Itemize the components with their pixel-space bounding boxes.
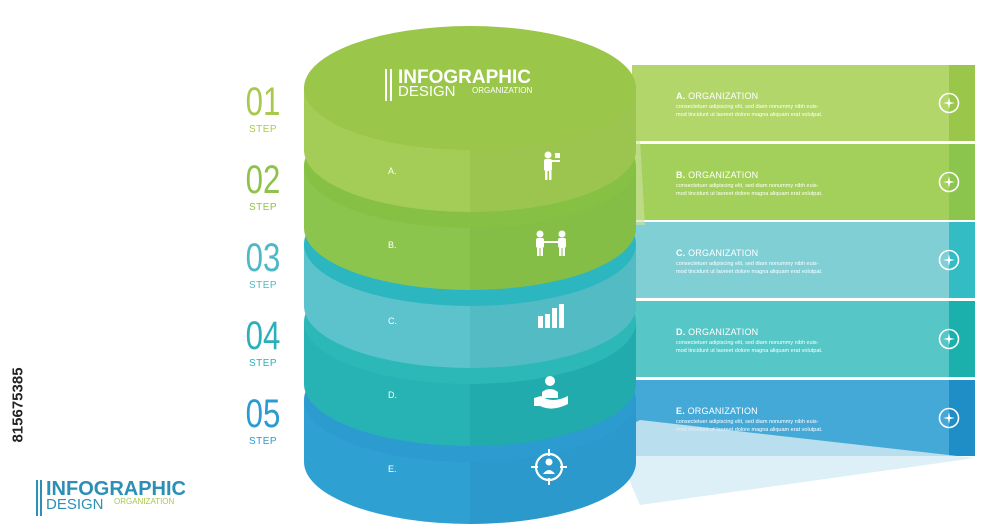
desc-line: mod tincidunt ut laoreet dolore magna al… xyxy=(676,269,823,275)
desc-line: consectetuer adipiscing elit, sed diam n… xyxy=(676,261,819,267)
info-panel-b: B. ORGANIZATION consectetuer adipiscing … xyxy=(632,144,975,220)
step-number: 05 xyxy=(245,392,281,436)
step-3: 03 STEP xyxy=(238,238,288,291)
layer-letter-b: B. xyxy=(388,240,397,250)
desc-line: consectetuer adipiscing elit, sed diam n… xyxy=(676,340,819,346)
panel-title-text: ORGANIZATION xyxy=(688,327,759,337)
panel-letter: E. xyxy=(676,406,685,416)
panel-letter: D. xyxy=(676,327,686,337)
perspective-shadow xyxy=(610,420,975,505)
plus-circle-icon[interactable] xyxy=(938,171,960,193)
info-panel-d: D. ORGANIZATION consectetuer adipiscing … xyxy=(632,301,975,377)
panel-description: consectetuer adipiscing elit, sed diam n… xyxy=(676,260,876,276)
layer-letter-d: D. xyxy=(388,390,397,400)
step-number: 04 xyxy=(245,314,281,358)
info-panel-a: A. ORGANIZATION consectetuer adipiscing … xyxy=(632,65,975,141)
desc-line: consectetuer adipiscing elit, sed diam n… xyxy=(676,104,819,110)
step-4: 04 STEP xyxy=(238,316,288,369)
panel-letter: C. xyxy=(676,248,686,258)
panel-description: consectetuer adipiscing elit, sed diam n… xyxy=(676,182,876,198)
bar-chart-icon xyxy=(538,304,564,328)
step-number: 01 xyxy=(245,80,281,124)
panel-title: D. ORGANIZATION xyxy=(676,327,758,337)
layer-a xyxy=(304,26,636,212)
desc-line: mod tincidunt ut laoreet dolore magna al… xyxy=(676,427,823,433)
panel-letter: A. xyxy=(676,91,686,101)
target-person-icon xyxy=(531,449,567,485)
stock-id: 815675385 xyxy=(8,300,28,510)
step-number: 02 xyxy=(245,158,281,202)
step-label: STEP xyxy=(248,202,278,213)
brand-tagline: ORGANIZATION xyxy=(114,497,175,506)
plus-circle-icon[interactable] xyxy=(938,407,960,429)
desc-line: consectetuer adipiscing elit, sed diam n… xyxy=(676,419,819,425)
plus-circle-icon[interactable] xyxy=(938,249,960,271)
panel-title: B. ORGANIZATION xyxy=(676,170,758,180)
panel-title-text: ORGANIZATION xyxy=(688,248,759,258)
brand-subtitle: DESIGN xyxy=(46,496,104,513)
brand-title: INFOGRAPHIC xyxy=(46,478,186,500)
presenter-icon xyxy=(544,151,560,180)
panel-description: consectetuer adipiscing elit, sed diam n… xyxy=(676,103,876,119)
layer-letter-c: C. xyxy=(388,316,397,326)
stock-id-text: 815675385 xyxy=(9,367,27,443)
title-main: INFOGRAPHIC xyxy=(398,67,531,88)
title-sub: DESIGN xyxy=(398,83,456,100)
panel-letter: B. xyxy=(676,170,686,180)
panel-description: consectetuer adipiscing elit, sed diam n… xyxy=(676,339,876,355)
desc-line: consectetuer adipiscing elit, sed diam n… xyxy=(676,183,819,189)
plus-circle-icon[interactable] xyxy=(938,92,960,114)
info-panel-c: C. ORGANIZATION consectetuer adipiscing … xyxy=(632,222,975,298)
step-number: 03 xyxy=(245,236,281,280)
step-label: STEP xyxy=(248,124,278,135)
step-1: 01 STEP xyxy=(238,82,288,135)
panel-title: E. ORGANIZATION xyxy=(676,406,758,416)
panel-title: A. ORGANIZATION xyxy=(676,91,758,101)
step-5: 05 STEP xyxy=(238,394,288,447)
desc-line: mod tincidunt ut laoreet dolore magna al… xyxy=(676,191,823,197)
title-bars-icon xyxy=(385,69,393,101)
title-tagline: ORGANIZATION xyxy=(472,86,533,95)
step-label: STEP xyxy=(248,280,278,291)
brand-bars-icon xyxy=(36,480,44,516)
handshake-icon xyxy=(536,230,566,256)
panel-title-text: ORGANIZATION xyxy=(688,91,759,101)
panel-title-text: ORGANIZATION xyxy=(688,170,759,180)
layer-letter-e: E. xyxy=(388,464,397,474)
step-label: STEP xyxy=(248,358,278,369)
desc-line: mod tincidunt ut laoreet dolore magna al… xyxy=(676,112,823,118)
step-2: 02 STEP xyxy=(238,160,288,213)
layer-letter-a: A. xyxy=(388,166,397,176)
plus-circle-icon[interactable] xyxy=(938,328,960,350)
panel-description: consectetuer adipiscing elit, sed diam n… xyxy=(676,418,876,434)
panel-title: C. ORGANIZATION xyxy=(676,248,758,258)
panel-title-text: ORGANIZATION xyxy=(687,406,758,416)
step-label: STEP xyxy=(248,436,278,447)
hand-person-icon xyxy=(534,376,568,409)
desc-line: mod tincidunt ut laoreet dolore magna al… xyxy=(676,348,823,354)
